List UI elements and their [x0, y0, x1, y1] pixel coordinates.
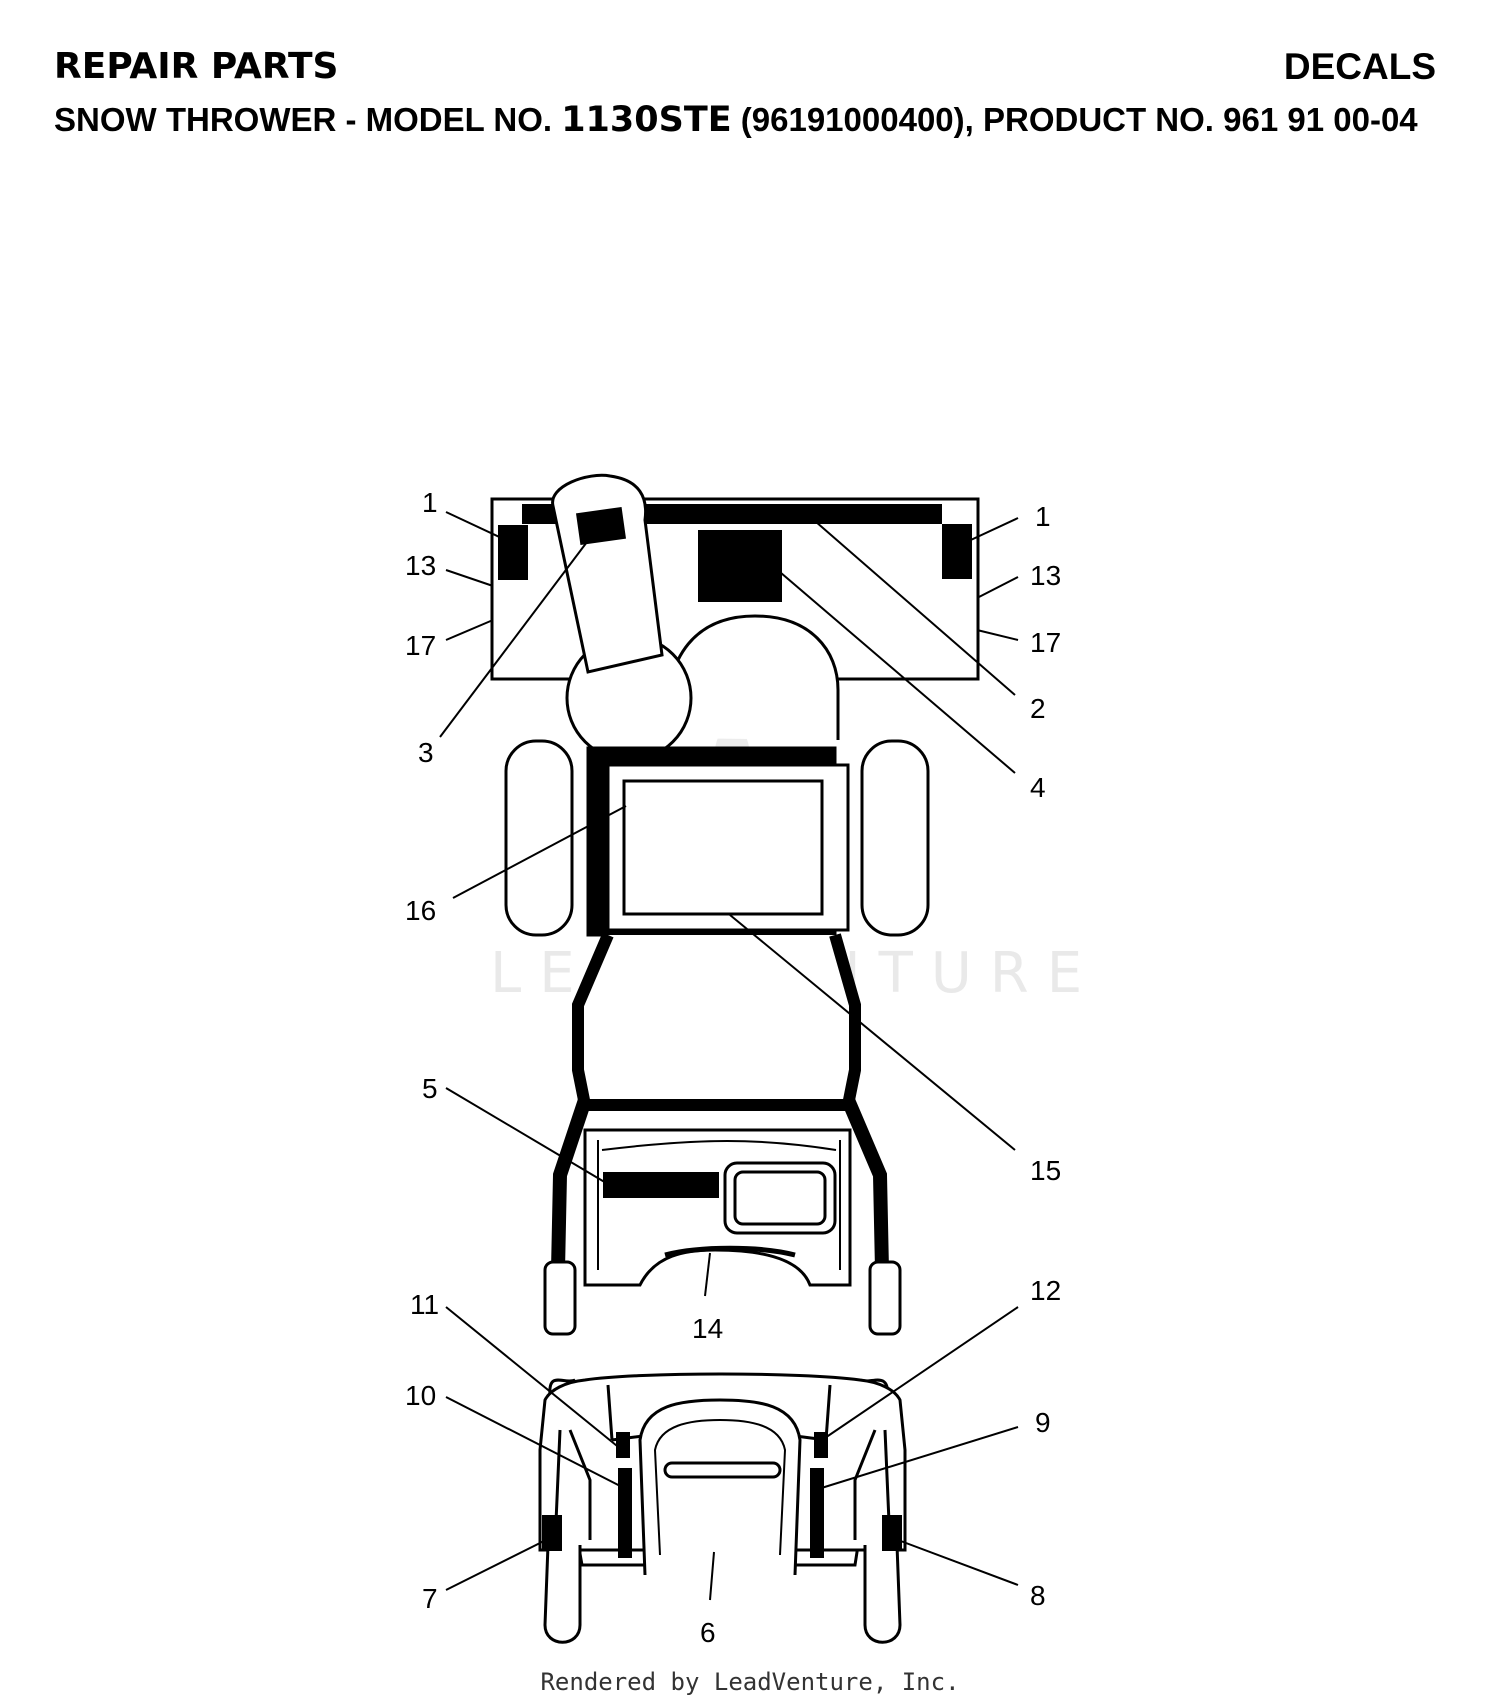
decal-12 [814, 1432, 828, 1458]
leader-7 [445, 1536, 553, 1591]
callout-11: 11 [410, 1289, 439, 1320]
decal-10 [618, 1468, 632, 1558]
leader-3 [439, 529, 597, 738]
leader-17-left [445, 619, 494, 641]
callout-17-right: 17 [1030, 627, 1061, 658]
leader-6 [709, 1551, 715, 1601]
console-window-inner [733, 1170, 827, 1226]
engine-cover-rear [638, 1398, 802, 1576]
page-title: REPAIR PARTS [54, 46, 339, 87]
callout-14: 14 [692, 1313, 723, 1344]
callout-4: 4 [1030, 772, 1046, 803]
callout-10: 10 [405, 1380, 436, 1411]
callout-13-right: 13 [1030, 560, 1061, 591]
callout-1-left: 1 [422, 487, 438, 518]
callout-1-right: 1 [1035, 501, 1051, 532]
decal-1-left [498, 525, 528, 580]
leader-13-left [445, 569, 494, 587]
decal-9 [810, 1468, 824, 1558]
machine-drawing [490, 473, 980, 1644]
leader-9 [814, 1426, 1019, 1491]
subtitle-suffix: (96191000400), PRODUCT NO. 961 91 00-04 [731, 101, 1418, 138]
callout-12: 12 [1030, 1275, 1061, 1306]
leader-1-left [445, 511, 511, 543]
section-title: DECALS [1283, 46, 1436, 87]
leader-5 [445, 1087, 619, 1191]
decal-8 [882, 1515, 902, 1551]
leader-lines [439, 507, 1019, 1601]
decal-1-right [942, 524, 972, 579]
handle-left [551, 1097, 592, 1271]
leader-1-right [959, 517, 1019, 546]
leader-12 [821, 1306, 1019, 1441]
grip-left [543, 1260, 577, 1336]
decal-14 [664, 1245, 796, 1258]
callout-9: 9 [1035, 1407, 1051, 1438]
leader-10 [445, 1396, 629, 1491]
callout-15: 15 [1030, 1155, 1061, 1186]
decal-7 [542, 1515, 562, 1551]
subtitle-prefix: SNOW THROWER - MODEL NO. [54, 101, 562, 138]
grip-right [868, 1260, 902, 1336]
decal-11 [616, 1432, 630, 1458]
callout-3: 3 [418, 737, 434, 768]
callouts: 1 13 17 3 1 13 17 2 4 16 5 15 14 11 12 1… [405, 487, 1061, 1648]
leader-14 [704, 1252, 711, 1297]
model-subtitle: SNOW THROWER - MODEL NO. 1130STE (961910… [54, 100, 1436, 140]
leader-13-right [976, 576, 1019, 599]
wheel-left [504, 739, 574, 937]
rear-wheel-right [863, 1544, 902, 1644]
decal-5-strip [603, 1172, 719, 1198]
header-row: REPAIR PARTS DECALS [54, 46, 1436, 90]
leader-4 [759, 554, 1016, 774]
handle-right [841, 1097, 889, 1271]
leader-15 [729, 914, 1016, 1151]
rear-wheel-left [543, 1544, 582, 1644]
callout-6: 6 [700, 1617, 716, 1648]
console-inner [597, 1140, 841, 1270]
decal-16 [622, 779, 824, 916]
callout-7: 7 [422, 1583, 438, 1614]
rear-handle-slot [663, 1461, 782, 1479]
lower-body [572, 932, 861, 1111]
leader-11 [445, 1306, 623, 1451]
decal-3 [575, 506, 627, 546]
decal-4 [698, 530, 782, 602]
render-credit: Rendered by LeadVenture, Inc. [540, 1668, 960, 1696]
callout-2: 2 [1030, 693, 1046, 724]
model-number: 1130STE [561, 100, 732, 140]
leader-2 [799, 507, 1016, 696]
callout-5: 5 [422, 1073, 438, 1104]
callout-8: 8 [1030, 1580, 1046, 1611]
callout-13-left: 13 [405, 550, 436, 581]
callout-16: 16 [405, 895, 436, 926]
engine-cover-inner [653, 1418, 787, 1556]
leader-8 [889, 1536, 1019, 1586]
callout-17-left: 17 [405, 630, 436, 661]
leader-17-right [976, 629, 1019, 641]
leader-16 [452, 805, 627, 899]
wheel-right [860, 739, 930, 937]
